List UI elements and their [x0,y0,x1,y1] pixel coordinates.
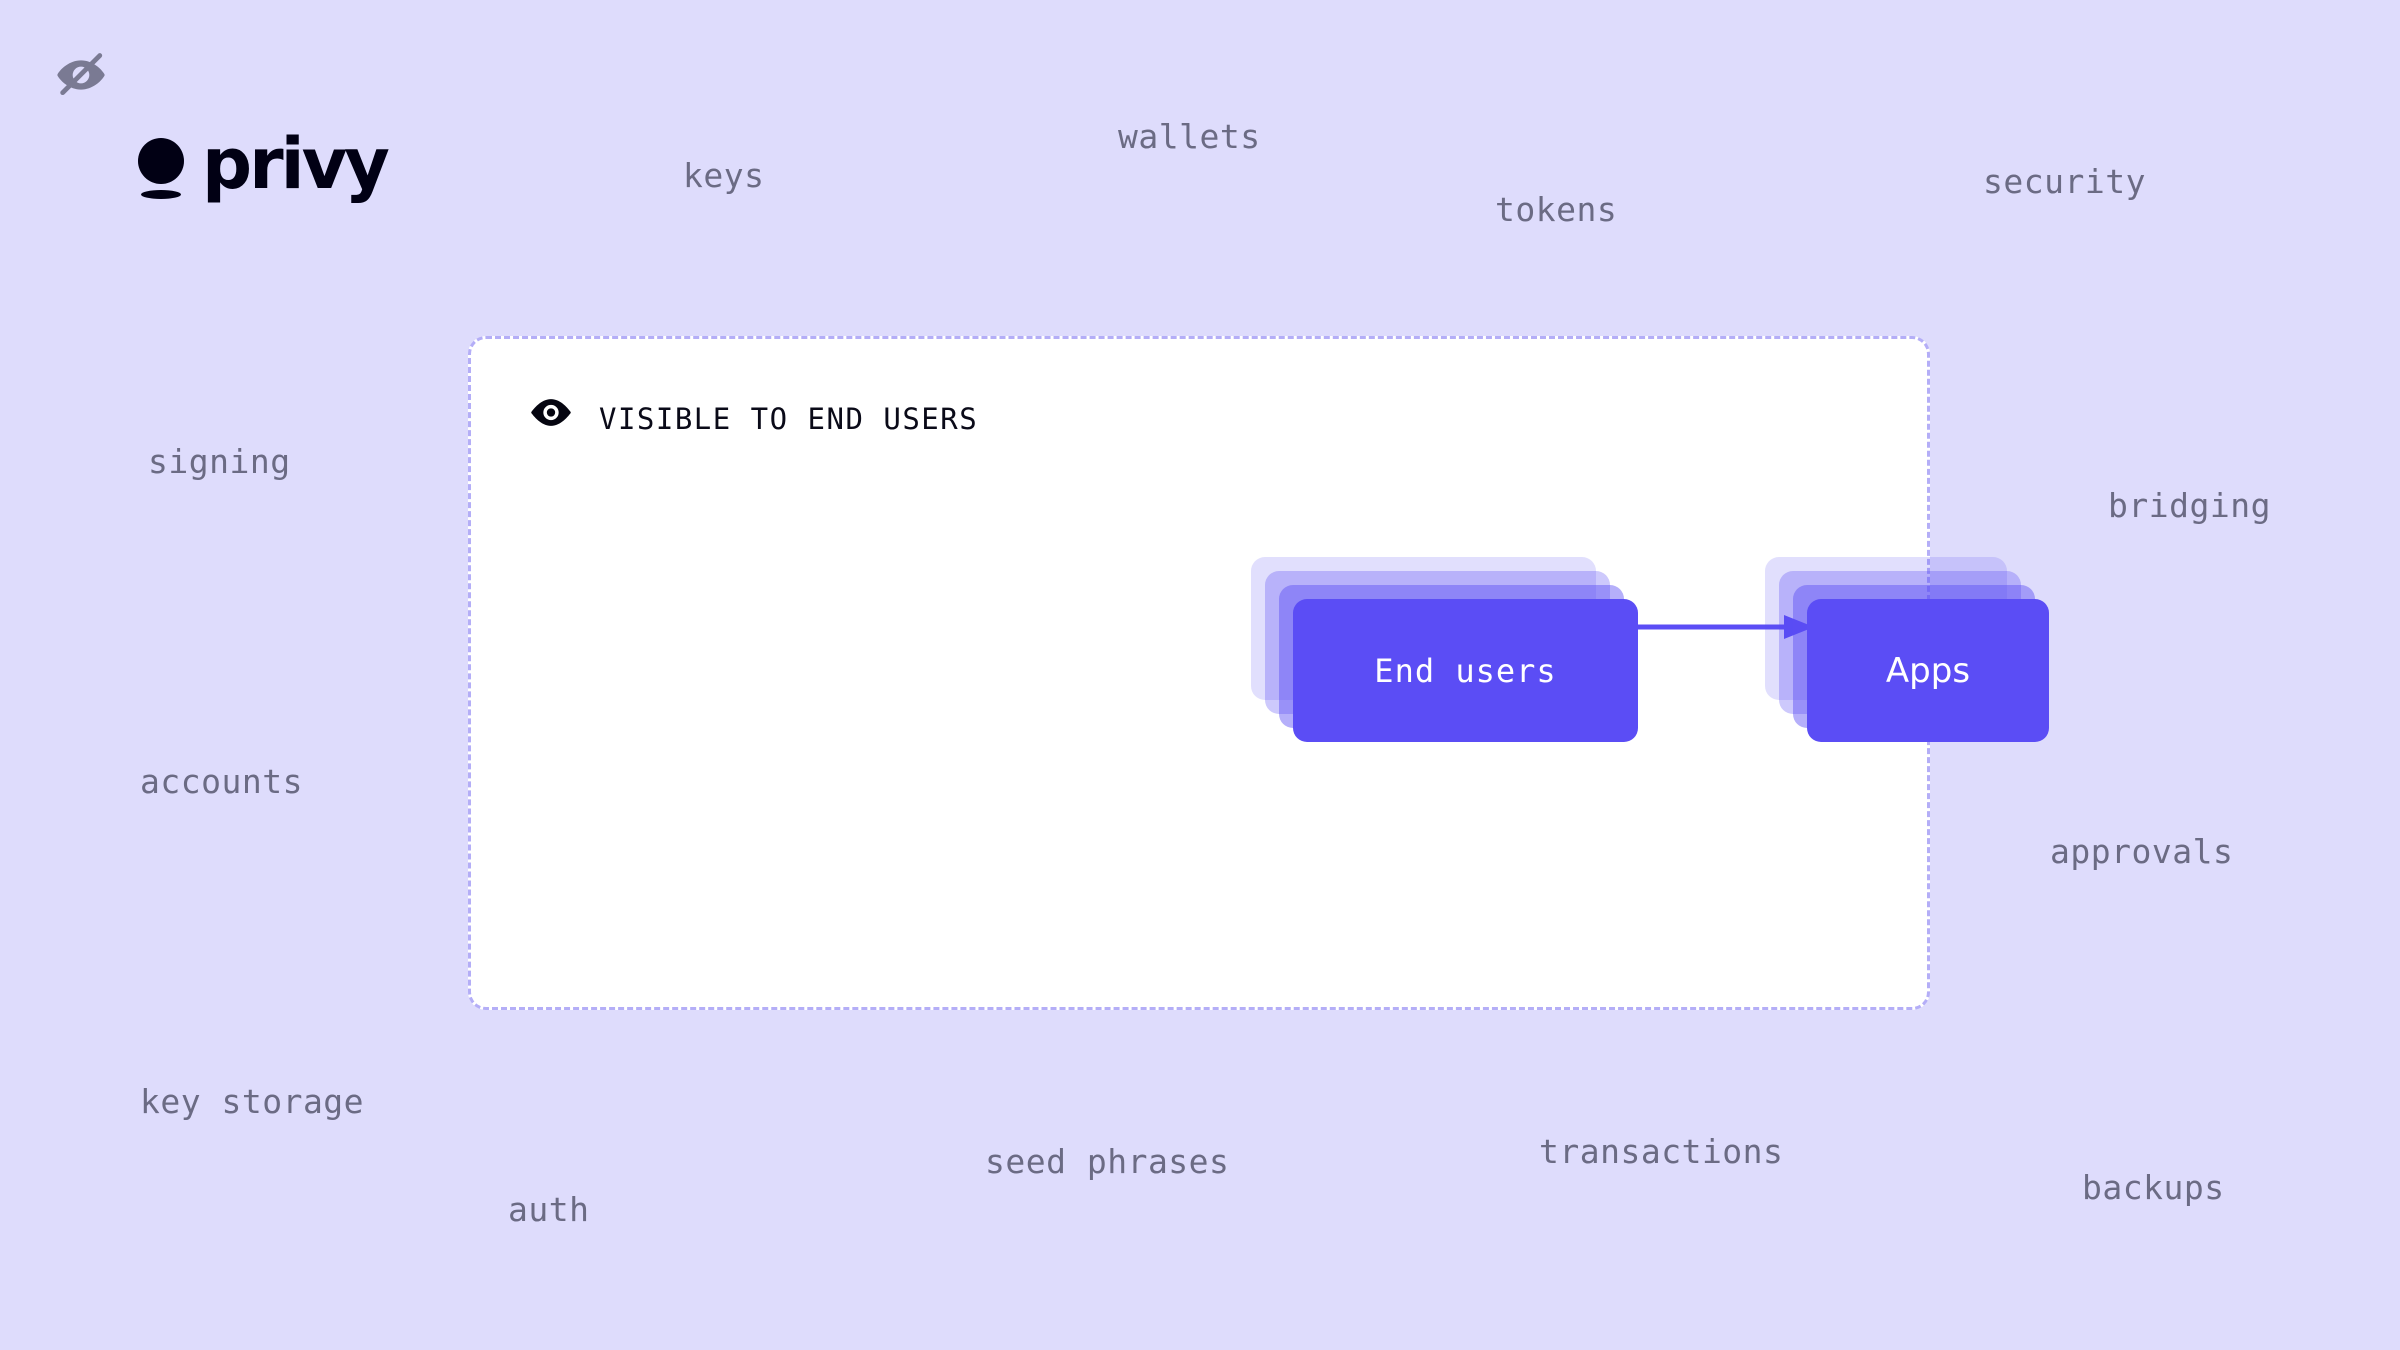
privy-dot-icon [138,136,184,199]
background-keyword: auth [508,1190,590,1229]
background-keyword: keys [683,156,765,195]
node-end-users-label: End users [1293,599,1638,742]
background-keyword: approvals [2050,832,2234,871]
background-keyword: seed phrases [985,1142,1230,1181]
background-keyword: security [1983,162,2146,201]
background-keyword: key storage [140,1082,365,1121]
visible-to-end-users-card: VISIBLE TO END USERS End users [468,336,2049,1010]
node-apps-label: Apps [1807,599,2049,742]
card-header-label: VISIBLE TO END USERS [599,402,979,436]
flow-arrow-icon [1638,612,1814,642]
background-keyword: signing [148,442,291,481]
background-keyword: wallets [1118,117,1261,156]
background-keyword: transactions [1539,1132,1784,1171]
background-keyword: accounts [140,762,303,801]
background-keyword: tokens [1495,190,1618,229]
card-header: VISIBLE TO END USERS [531,399,978,439]
eye-off-icon[interactable] [54,48,108,102]
background-keyword: bridging [2108,486,2271,525]
brand-wordmark: privy [202,123,390,205]
flow-diagram: End users Apps [471,557,2049,787]
background-keyword: backups [2082,1168,2225,1207]
brand-logo[interactable]: privy [138,123,390,205]
eye-icon [531,399,571,439]
